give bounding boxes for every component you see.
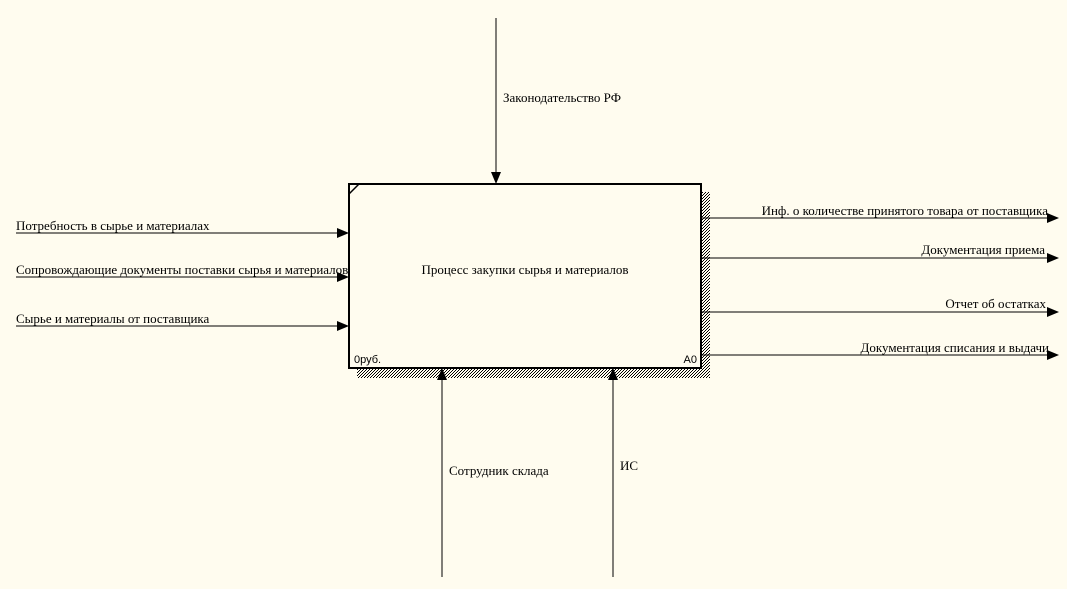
activity-shadow-bottom: [357, 368, 710, 378]
activity-shadow: [701, 192, 710, 378]
input-arrow[interactable]: [16, 321, 349, 331]
input-label: Потребность в сырье и материалах: [16, 218, 210, 233]
input-arrow[interactable]: [16, 228, 349, 238]
output-arrow[interactable]: [701, 307, 1059, 317]
mechanism-label: Сотрудник склада: [449, 463, 549, 478]
activity-corner-mark: [348, 183, 360, 195]
input-arrow[interactable]: [16, 272, 349, 282]
mechanism-arrow[interactable]: [608, 368, 618, 577]
control-label: Законодательство РФ: [503, 90, 621, 105]
activity-title: Процесс закупки сырья и материалов: [421, 262, 629, 277]
output-label: Инф. о количестве принятого товара от по…: [761, 203, 1048, 218]
output-arrow[interactable]: [701, 253, 1059, 263]
output-label: Отчет об остатках: [945, 296, 1046, 311]
mechanism-arrow[interactable]: [437, 368, 447, 577]
activity-cost: 0руб.: [354, 354, 382, 366]
activity-node-number: A0: [683, 354, 697, 366]
input-label: Сопровождающие документы поставки сырья …: [16, 262, 349, 277]
output-label: Документация списания и выдачи: [860, 340, 1050, 355]
output-arrow[interactable]: [701, 213, 1059, 223]
output-label: Документация приема: [921, 242, 1045, 257]
input-label: Сырье и материалы от поставщика: [16, 311, 210, 326]
activity-box[interactable]: [348, 183, 702, 369]
output-arrow[interactable]: [701, 350, 1059, 360]
control-arrow[interactable]: [491, 18, 501, 184]
mechanism-label: ИС: [620, 458, 639, 473]
